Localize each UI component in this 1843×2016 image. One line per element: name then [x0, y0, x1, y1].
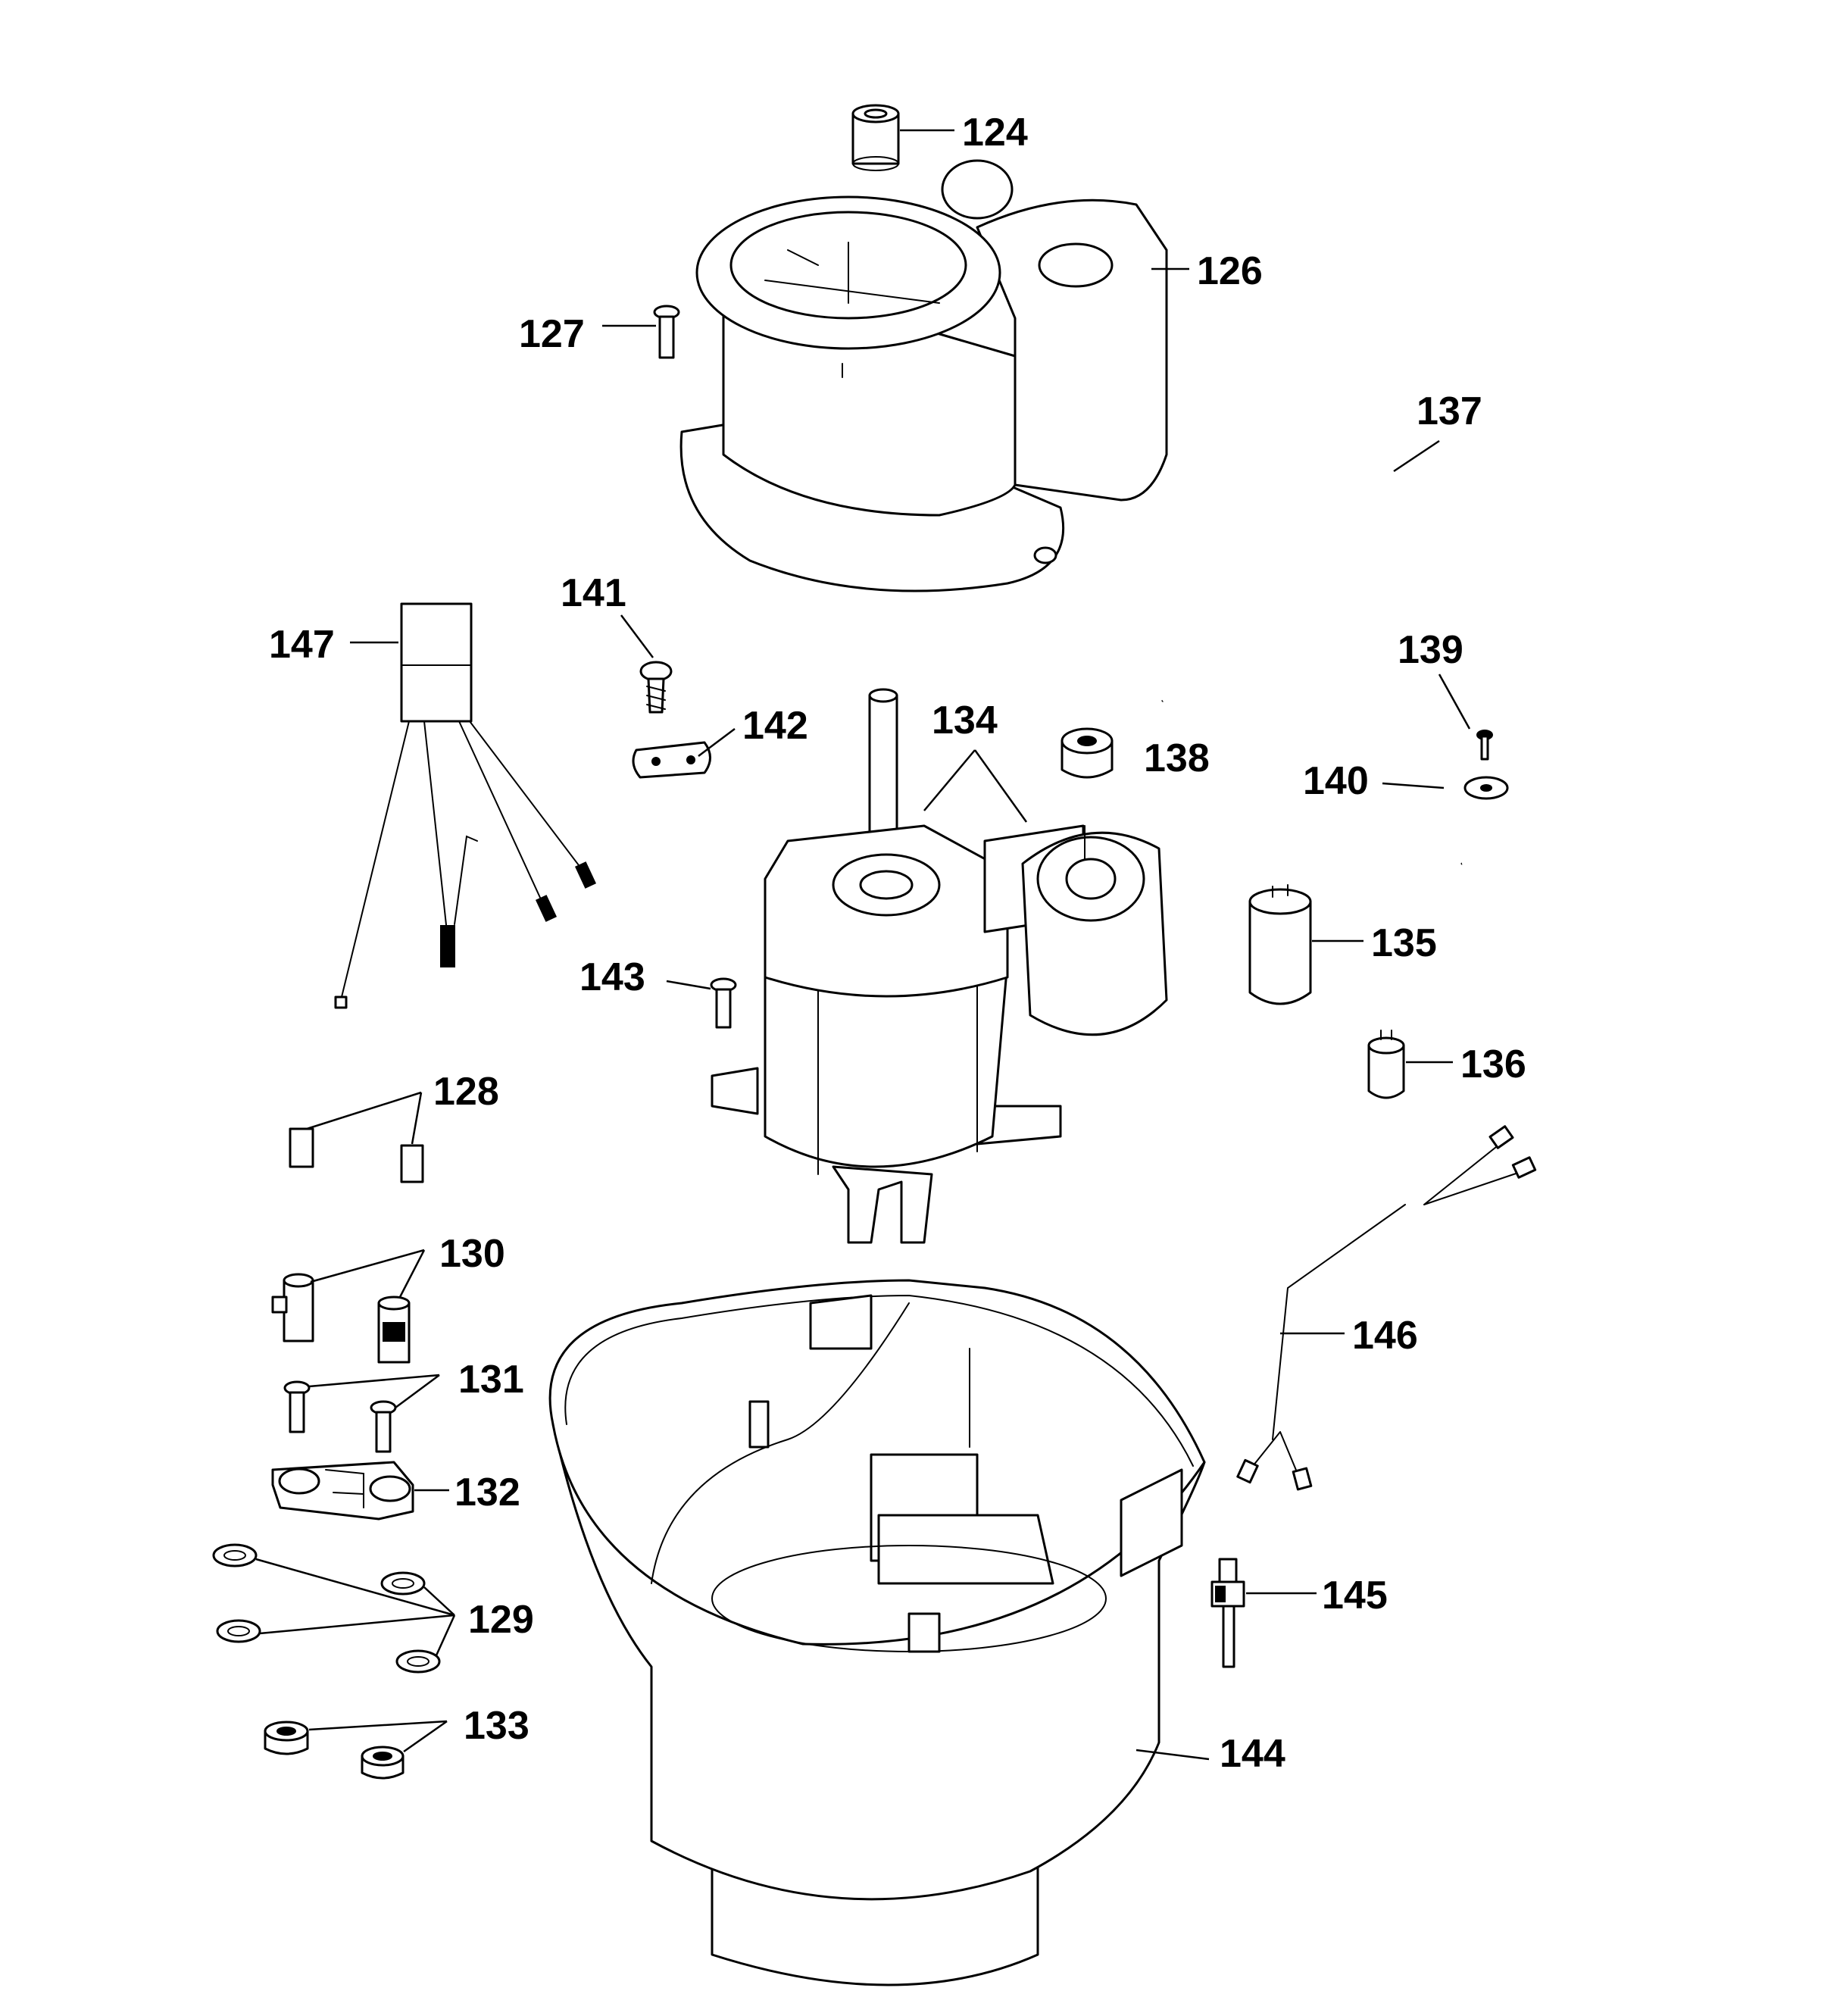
label-139: 139	[1398, 628, 1463, 672]
label-134: 134	[932, 699, 998, 742]
part-124-sleeve	[851, 104, 900, 171]
part-145-terminal	[1210, 1558, 1245, 1668]
leader-131b	[395, 1374, 440, 1409]
label-141: 141	[561, 571, 626, 615]
leader-129b	[423, 1586, 455, 1616]
part-130-brush-holders	[271, 1273, 411, 1364]
label-129: 129	[468, 1598, 534, 1642]
label-130: 130	[439, 1232, 505, 1276]
part-140-washer	[1463, 776, 1509, 800]
label-145: 145	[1322, 1574, 1388, 1617]
leader-133b	[403, 1720, 448, 1753]
part-143-screw	[710, 977, 737, 1029]
label-127: 127	[519, 312, 585, 356]
part-131-screws	[283, 1380, 397, 1453]
leader-133a	[308, 1720, 448, 1731]
leader-131a	[308, 1374, 440, 1388]
leader-143	[666, 980, 711, 990]
leader-141	[620, 614, 654, 658]
part-136-small-capacitor	[1367, 1030, 1405, 1099]
part-138-bushing	[1061, 727, 1114, 779]
leader-129a	[255, 1558, 455, 1617]
leader-130a	[310, 1249, 425, 1283]
leader-140	[1382, 782, 1445, 789]
label-142: 142	[742, 704, 808, 748]
part-141-screw	[639, 661, 673, 714]
label-128: 128	[433, 1070, 499, 1114]
leader-142	[698, 728, 736, 757]
leader-129c	[259, 1614, 455, 1635]
part-137-tube	[1160, 437, 1587, 868]
label-131: 131	[458, 1358, 524, 1402]
part-139-screw	[1476, 730, 1493, 761]
part-147-switch	[334, 602, 597, 1009]
label-132: 132	[455, 1471, 520, 1514]
label-136: 136	[1460, 1042, 1526, 1086]
label-143: 143	[579, 955, 645, 999]
part-142-plate	[632, 741, 711, 779]
leader-129d	[435, 1614, 456, 1656]
label-144: 144	[1220, 1732, 1285, 1776]
part-135-capacitor	[1248, 884, 1312, 1005]
leader-137	[1393, 439, 1440, 473]
part-127-screw	[653, 305, 680, 359]
part-144-base	[548, 1279, 1206, 1986]
part-126-upper-housing	[679, 159, 1168, 592]
leader-144	[1135, 1749, 1210, 1761]
label-147: 147	[269, 623, 335, 667]
part-129-clips	[212, 1543, 441, 1674]
part-133-grommets	[264, 1721, 405, 1780]
label-138: 138	[1144, 736, 1210, 780]
part-134-motor	[711, 688, 1168, 1244]
label-124: 124	[962, 111, 1028, 155]
label-140: 140	[1303, 759, 1369, 803]
leader-128a	[306, 1091, 422, 1130]
label-135: 135	[1371, 921, 1437, 965]
label-133: 133	[464, 1704, 529, 1748]
leader-130b	[398, 1249, 426, 1298]
label-137: 137	[1417, 389, 1482, 433]
part-128-brushes	[289, 1127, 424, 1183]
leader-134a	[923, 749, 976, 811]
label-126: 126	[1197, 249, 1263, 293]
leader-128b	[411, 1092, 423, 1145]
part-132-bracket	[271, 1461, 414, 1521]
label-146: 146	[1352, 1314, 1418, 1358]
part-146-wire-harness	[1236, 1125, 1537, 1491]
leader-134b	[973, 749, 1028, 823]
leader-139	[1438, 674, 1471, 730]
